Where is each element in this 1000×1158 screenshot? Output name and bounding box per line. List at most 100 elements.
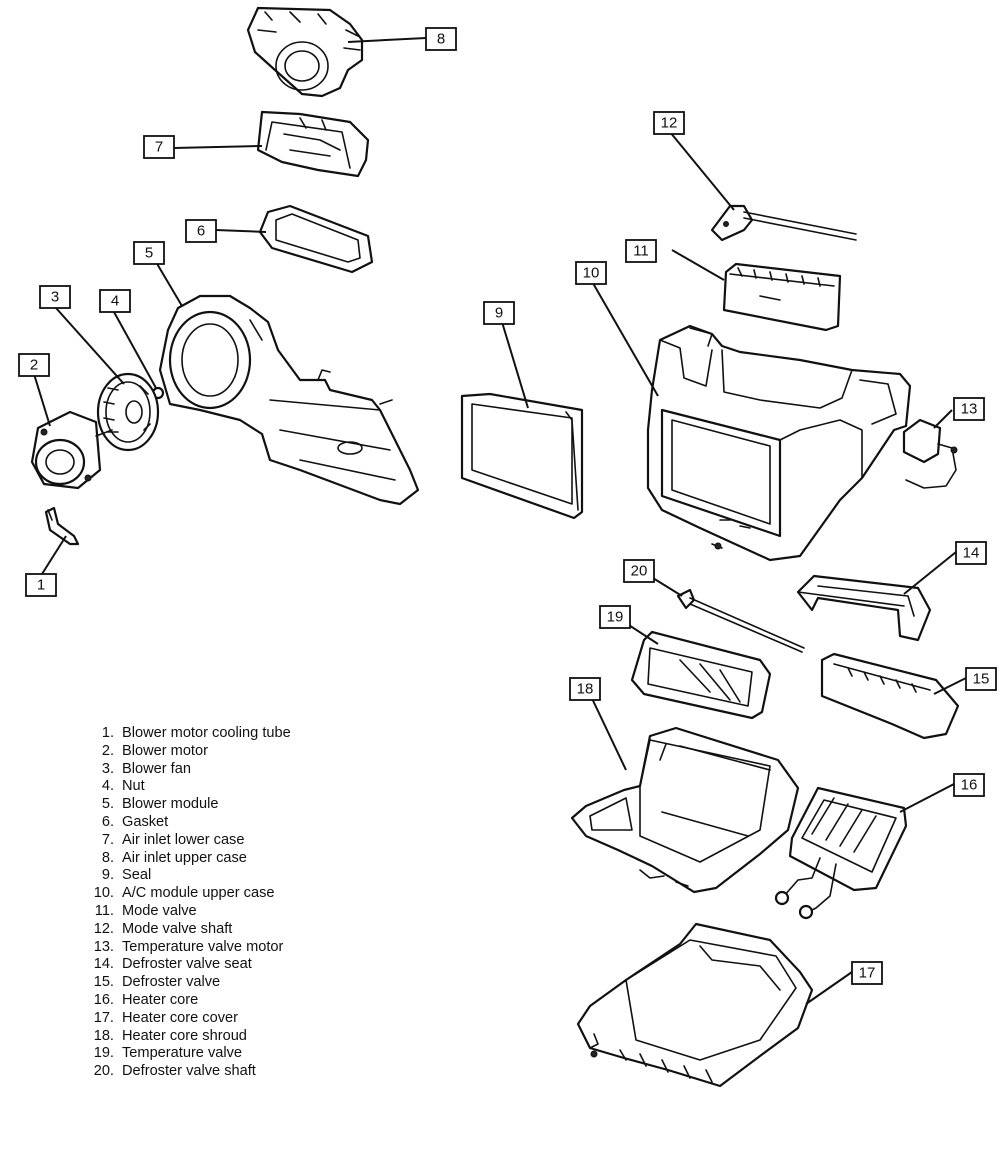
callout-16-label: 16 (961, 777, 978, 794)
legend-item: 3.Blower fan (84, 761, 304, 779)
legend-description: Blower module (122, 796, 219, 813)
legend-item: 12.Mode valve shaft (84, 921, 304, 939)
legend-item: 16. Heater core (84, 992, 304, 1010)
legend-number: 16. (93, 991, 114, 1008)
legend-description: Defroster valve shaft (122, 1063, 256, 1080)
callout-11-label: 11 (633, 243, 649, 260)
temperature-valve-motor (902, 418, 958, 489)
callout-16: 16 (953, 773, 985, 797)
legend-number: 3. (101, 760, 114, 777)
legend-item: 7. Air inlet lower case (84, 832, 304, 850)
legend-description: Heater core cover (122, 1009, 238, 1026)
mode-valve-shaft (710, 204, 857, 242)
defroster-valve-seat (796, 574, 932, 642)
legend-number: 15. (93, 974, 114, 991)
legend-number: 12. (93, 920, 114, 937)
legend-number: 13. (93, 938, 114, 955)
air-inlet-lower-case (256, 110, 370, 178)
legend-description: Defroster valve seat (122, 956, 252, 973)
legend-number: 17. (93, 1009, 114, 1026)
callout-6-label: 6 (197, 223, 205, 240)
blower-motor (30, 410, 113, 490)
callout-7: 7 (143, 135, 175, 159)
legend-item: 9.Seal (84, 867, 304, 885)
legend-item: 8.Air inlet upper case (84, 850, 304, 868)
blower-motor-cooling-tube (44, 506, 80, 546)
heater-core-shroud (570, 726, 800, 894)
mode-valve (722, 262, 842, 332)
legend-description: Temperature valve (122, 1045, 243, 1062)
callout-5-label: 5 (145, 245, 153, 262)
callout-4-label: 4 (111, 293, 119, 310)
temperature-valve (630, 630, 772, 720)
legend-item: 20. Defroster valve shaft (84, 1063, 304, 1081)
callout-13: 13 (953, 397, 985, 421)
leader-lines (33, 37, 967, 1005)
legend-item: 19. Temperature valve (84, 1045, 304, 1063)
heater-core (774, 786, 908, 920)
legend-description: Heater core (122, 991, 199, 1008)
callout-13-label: 13 (961, 401, 978, 418)
callout-8-label: 8 (437, 31, 445, 48)
legend-description: Blower motor cooling tube (122, 725, 291, 741)
callout-18-label: 18 (577, 681, 594, 698)
legend-item: 17. Heater core cover (84, 1010, 304, 1028)
legend-item: 4. Nut (84, 778, 304, 796)
legend-number: 8. (101, 849, 114, 866)
legend-number: 1. (101, 725, 114, 741)
legend-item: 15. Defroster valve (84, 974, 304, 992)
callout-10-label: 10 (583, 265, 600, 282)
callout-1: 1 (25, 573, 57, 597)
gasket (258, 204, 374, 274)
defroster-valve (820, 652, 960, 740)
legend-description: Gasket (122, 813, 169, 830)
callout-10: 10 (575, 261, 607, 285)
callout-6: 6 (185, 219, 217, 243)
legend-description: Seal (122, 867, 152, 884)
legend-description: Heater core shroud (122, 1027, 247, 1044)
legend-item: 6. Gasket (84, 814, 304, 832)
legend-item: 13.Temperature valve motor (84, 939, 304, 957)
callout-8: 8 (425, 27, 457, 51)
legend-description: Nut (122, 778, 145, 795)
callout-2-label: 2 (30, 357, 38, 374)
callout-17-label: 17 (859, 965, 876, 982)
legend-item: 2.Blower motor (84, 743, 304, 761)
legend-number: 19. (93, 1045, 114, 1062)
legend-number: 4. (101, 778, 114, 795)
defroster-valve-shaft (676, 588, 805, 653)
legend-number: 11. (94, 902, 114, 919)
legend-description: Defroster valve (122, 974, 221, 991)
air-inlet-upper-case (246, 6, 364, 98)
ac-module-upper-case (646, 324, 912, 562)
legend-number: 2. (101, 742, 114, 759)
legend-description: A/C module upper case (122, 885, 275, 902)
legend-number: 7. (101, 831, 114, 848)
seal (460, 392, 584, 520)
callout-14-label: 14 (963, 545, 980, 562)
legend-item: 1. Blower motor cooling tube (84, 725, 304, 743)
legend-number: 5. (101, 796, 114, 813)
callout-14: 14 (955, 541, 987, 565)
callout-19-label: 19 (607, 609, 624, 626)
legend-item: 10.A/C module upper case (84, 885, 304, 903)
callout-12: 12 (653, 111, 685, 135)
legend-number: 20. (93, 1063, 114, 1080)
legend-number: 6. (101, 813, 114, 830)
callout-20: 20 (623, 559, 655, 583)
callout-20-label: 20 (631, 563, 648, 580)
parts-legend: 1. Blower motor cooling tube 2.Blower mot… (84, 725, 304, 1081)
legend-number: 14. (93, 956, 114, 973)
legend-item: 14. Defroster valve seat (84, 956, 304, 974)
legend-item: 5. Blower module (84, 796, 304, 814)
legend-number: 18. (93, 1027, 114, 1044)
callout-5: 5 (133, 241, 165, 265)
callout-3: 3 (39, 285, 71, 309)
callout-9-label: 9 (495, 305, 503, 322)
callout-3-label: 3 (51, 289, 59, 306)
legend-description: Air inlet lower case (122, 831, 245, 848)
callout-18: 18 (569, 677, 601, 701)
blower-module (158, 294, 420, 506)
heater-core-cover (576, 922, 814, 1088)
